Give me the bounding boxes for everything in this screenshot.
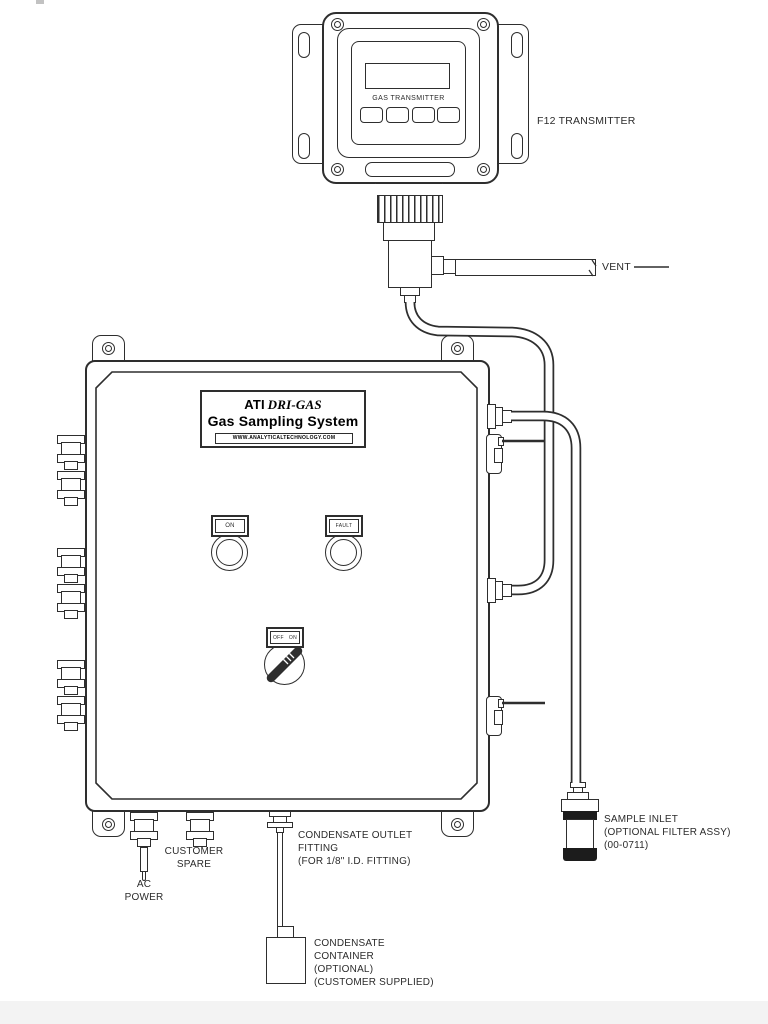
on-lamp-label: ON xyxy=(225,523,235,529)
left-gland xyxy=(56,471,86,508)
vent-callout: VENT xyxy=(602,261,631,273)
sample-in-fitting xyxy=(502,410,512,423)
switch-on-label: ON xyxy=(288,634,297,641)
sensor-block xyxy=(383,222,435,241)
screw-icon xyxy=(477,163,490,176)
brand-text: ATI xyxy=(244,397,265,412)
screw-icon xyxy=(331,163,344,176)
sample-out-fitting xyxy=(502,584,512,597)
power-switch-knob xyxy=(264,644,305,685)
transmitter-lcd xyxy=(365,63,450,89)
screw-icon xyxy=(331,18,344,31)
ac-power-gland xyxy=(129,812,159,849)
transmitter-button xyxy=(360,107,383,123)
flowcell-body xyxy=(388,240,432,288)
left-gland xyxy=(56,548,86,585)
transmitter-display-label: GAS TRANSMITTER xyxy=(372,95,445,102)
transmitter-panel xyxy=(351,41,466,145)
on-lamp-plate: ON xyxy=(211,515,249,537)
power-switch-plate: OFF ON xyxy=(266,627,304,648)
ac-power-cable xyxy=(140,847,148,872)
mount-hole xyxy=(102,818,115,831)
condensate-tube xyxy=(277,833,283,929)
condensate-outlet-callout: CONDENSATE OUTLET FITTING (FOR 1/8" I.D.… xyxy=(298,830,413,867)
title-url: WWW.ANALYTICALTECHNOLOGY.COM xyxy=(232,435,336,441)
left-gland xyxy=(56,435,86,472)
ear-slot xyxy=(511,133,523,159)
mount-hole xyxy=(102,342,115,355)
ear-slot xyxy=(298,32,310,58)
screw-icon xyxy=(477,18,490,31)
sensor-knurled-nut xyxy=(377,195,443,223)
left-gland xyxy=(56,660,86,697)
ear-slot xyxy=(511,32,523,58)
ear-slot xyxy=(298,133,310,159)
flowcell-outlet-stem xyxy=(404,295,416,303)
ac-power-cable-tip xyxy=(142,871,146,881)
transmitter-button xyxy=(412,107,435,123)
mount-hole xyxy=(451,818,464,831)
vent-tube xyxy=(455,259,596,276)
condensate-fitting xyxy=(267,811,295,834)
tube-inlet-to-filter xyxy=(511,410,582,783)
transmitter-callout: F12 TRANSMITTER xyxy=(537,115,636,127)
door-latch-block xyxy=(498,437,504,446)
transmitter-bottom-bar xyxy=(365,162,455,177)
door-latch-notch xyxy=(494,710,503,725)
mount-hole xyxy=(451,342,464,355)
door-latch-block xyxy=(498,699,504,708)
door-latch-notch xyxy=(494,448,503,463)
filter-band-bottom xyxy=(563,848,597,861)
fault-lamp-lens-inner xyxy=(330,539,357,566)
footer-strip xyxy=(0,1001,768,1024)
container-body xyxy=(266,937,306,984)
condensate-container-callout: CONDENSATE CONTAINER (OPTIONAL) (CUSTOME… xyxy=(314,938,434,988)
model-text: DRI-GAS xyxy=(267,397,322,412)
transmitter-button xyxy=(437,107,460,123)
sample-inlet-callout: SAMPLE INLET (OPTIONAL FILTER ASSY) (00-… xyxy=(604,814,731,851)
switch-off-label: OFF xyxy=(272,634,284,641)
fault-lamp-label: FAULT xyxy=(335,523,353,529)
on-lamp-lens-inner xyxy=(216,539,243,566)
title-line1: ATI DRI-GAS xyxy=(200,397,366,413)
page-artifact xyxy=(36,0,44,4)
filter-body xyxy=(566,819,594,849)
title-line2: Gas Sampling System xyxy=(207,413,359,429)
customer-spare-callout: CUSTOMER SPARE xyxy=(164,846,224,870)
fault-lamp-plate: FAULT xyxy=(325,515,363,537)
left-gland xyxy=(56,696,86,733)
customer-spare-gland xyxy=(185,812,215,849)
ac-power-callout: AC POWER xyxy=(124,879,164,903)
filter-band-top xyxy=(563,811,597,820)
left-gland xyxy=(56,584,86,621)
transmitter-button xyxy=(386,107,409,123)
